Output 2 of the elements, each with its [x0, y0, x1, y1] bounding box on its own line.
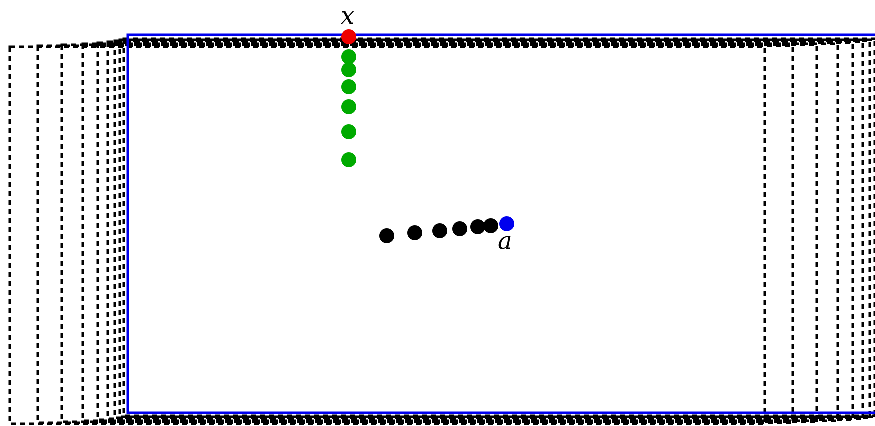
point-label: x — [341, 4, 355, 28]
point-label: a — [498, 229, 512, 253]
